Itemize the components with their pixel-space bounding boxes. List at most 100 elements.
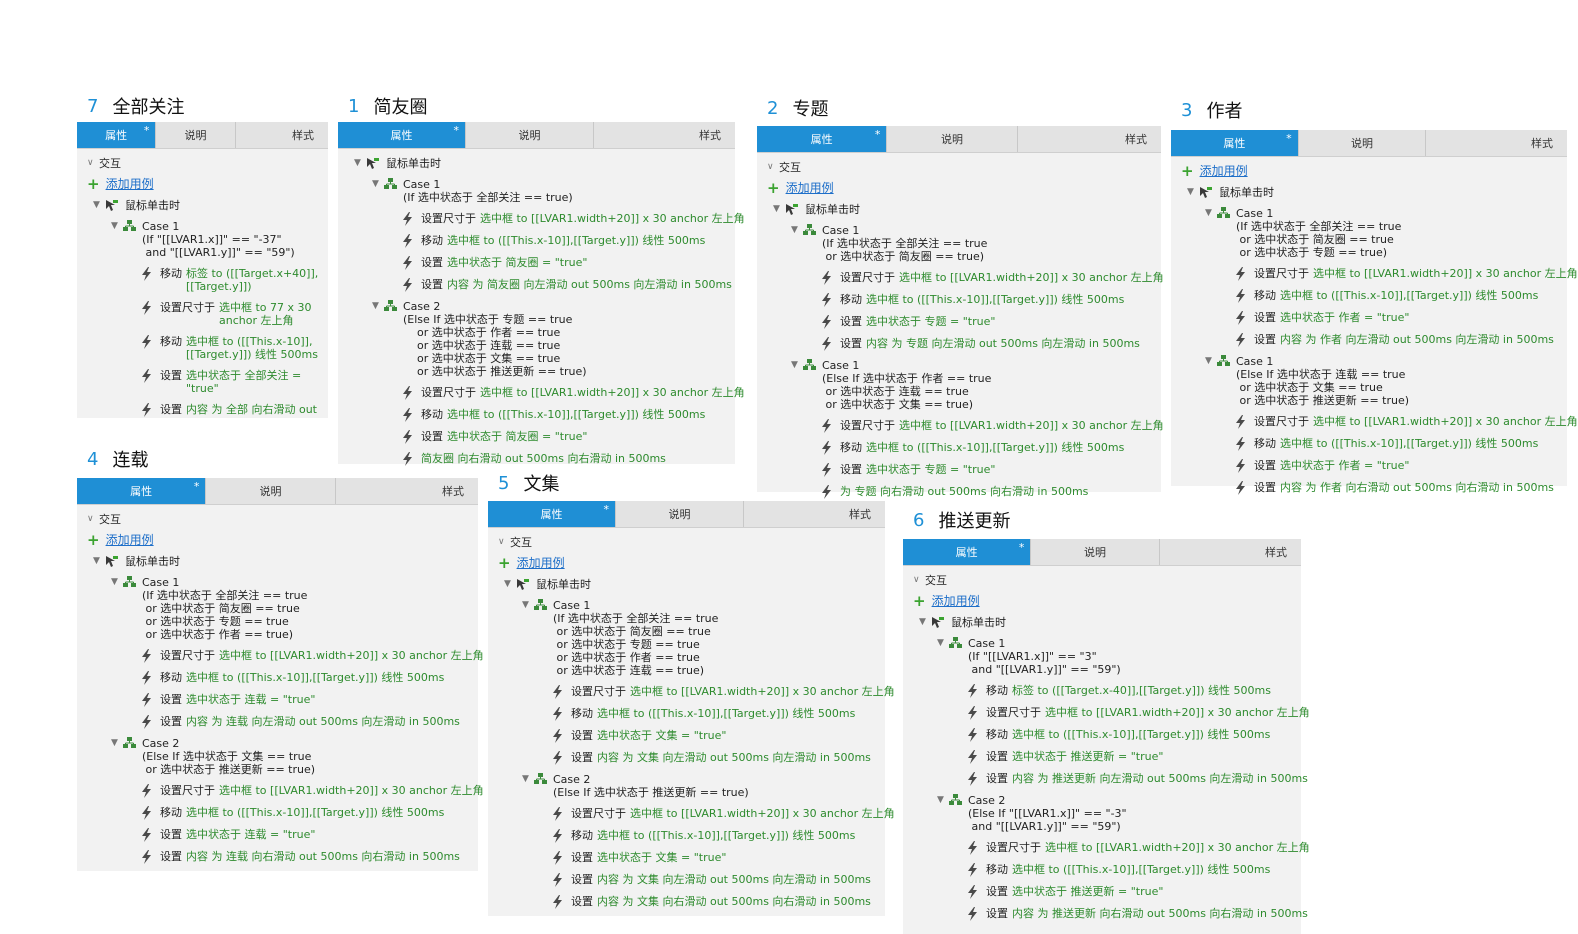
action-item[interactable]: 移动选中框 to ([[This.x-10]],[[Target.y]]) 线性…	[937, 863, 1301, 877]
tab-style[interactable]: 样式	[441, 485, 464, 498]
action-item[interactable]: 移动选中框 to ([[This.x-10]],[[Target.y]]) 线性…	[791, 441, 1161, 455]
event-onclick[interactable]: ▼鼠标单击时	[1181, 186, 1567, 199]
case-header[interactable]: ▼Case 1(If 选中状态于 全部关注 == true or 选中状态于 简…	[1205, 207, 1567, 259]
action-item[interactable]: 设置尺寸于选中框 to [[LVAR1.width+20]] x 30 anch…	[372, 212, 745, 226]
action-item[interactable]: 设置选中状态于 文集 = "true"	[522, 729, 885, 743]
action-item[interactable]: 设置内容 为 作者 向左滑动 out 500ms 向左滑动 in 500ms	[1205, 333, 1567, 347]
action-item[interactable]: 设置内容 为 推送更新 向右滑动 out 500ms 向右滑动 in 500ms	[937, 907, 1308, 921]
tab-style[interactable]: 样式	[1531, 137, 1554, 150]
tab-style[interactable]: 样式	[699, 129, 721, 142]
add-case-link[interactable]: +添加用例	[767, 181, 1161, 196]
action-item[interactable]: 设置选中状态于 全部关注 = "true"	[111, 369, 328, 395]
add-case-link[interactable]: +添加用例	[498, 556, 885, 571]
event-onclick[interactable]: ▼鼠标单击时	[87, 555, 478, 568]
action-item[interactable]: 设置选中状态于 推送更新 = "true"	[937, 750, 1301, 764]
tab-properties[interactable]: 属性	[903, 539, 1032, 565]
action-item[interactable]: 设置选中状态于 文集 = "true"	[522, 851, 885, 865]
case-header[interactable]: ▼Case 1(If 选中状态于 全部关注 == true or 选中状态于 简…	[111, 576, 478, 641]
interaction-section-header[interactable]: ∨交互	[87, 157, 328, 170]
tab-properties[interactable]: 属性	[77, 478, 207, 504]
action-item[interactable]: 设置尺寸于选中框 to [[LVAR1.width+20]] x 30 anch…	[937, 706, 1310, 720]
action-item[interactable]: 设置尺寸于选中框 to [[LVAR1.width+20]] x 30 anch…	[791, 271, 1164, 285]
case-header[interactable]: ▼Case 1(If 选中状态于 全部关注 == true)	[372, 178, 735, 204]
tab-notes[interactable]: 说明	[1299, 130, 1427, 156]
event-onclick[interactable]: ▼鼠标单击时	[348, 157, 735, 170]
action-item[interactable]: 移动选中框 to ([[This.x-10]],[[Target.y]]) 线性…	[791, 293, 1161, 307]
add-case-link[interactable]: +添加用例	[87, 533, 478, 548]
event-onclick[interactable]: ▼鼠标单击时	[498, 578, 885, 591]
action-item[interactable]: 设置尺寸于选中框 to [[LVAR1.width+20]] x 30 anch…	[111, 649, 484, 663]
add-case-link[interactable]: +添加用例	[87, 177, 328, 192]
tab-properties[interactable]: 属性	[488, 501, 616, 527]
add-case-link[interactable]: +添加用例	[1181, 164, 1567, 179]
action-item[interactable]: 移动选中框 to ([[This.x-10]],[[Target.y]]) 线性…	[937, 728, 1301, 742]
action-item[interactable]: 设置尺寸于选中框 to [[LVAR1.width+20]] x 30 anch…	[1205, 415, 1578, 429]
action-item[interactable]: 设置内容 为 文集 向右滑动 out 500ms 向右滑动 in 500ms	[522, 895, 885, 909]
action-item[interactable]: 设置尺寸于选中框 to [[LVAR1.width+20]] x 30 anch…	[372, 386, 745, 400]
case-header[interactable]: ▼Case 1(If 选中状态于 全部关注 == true or 选中状态于 简…	[522, 599, 885, 677]
action-item[interactable]: 移动选中框 to ([[This.x-10]],[[Target.y]]) 线性…	[372, 234, 735, 248]
action-item[interactable]: 设置内容 为 专题 向左滑动 out 500ms 向左滑动 in 500ms	[791, 337, 1161, 351]
action-item[interactable]: 设置选中状态于 简友圈 = "true"	[372, 256, 735, 270]
action-item[interactable]: 设置内容 为 连载 向右滑动 out 500ms 向右滑动 in 500ms	[111, 850, 478, 864]
tab-style[interactable]: 样式	[291, 129, 314, 142]
add-case-label[interactable]: 添加用例	[1199, 164, 1248, 178]
add-case-label[interactable]: 添加用例	[105, 533, 154, 547]
tab-notes[interactable]: 说明	[616, 501, 744, 527]
case-header[interactable]: ▼Case 2(Else If 选中状态于 推送更新 == true)	[522, 773, 885, 799]
action-item[interactable]: 移动选中框 to ([[This.x-10]],[[Target.y]]) 线性…	[372, 408, 735, 422]
action-item[interactable]: 设置尺寸于选中框 to [[LVAR1.width+20]] x 30 anch…	[111, 784, 484, 798]
interaction-section-header[interactable]: ∨交互	[913, 574, 1301, 587]
action-item[interactable]: 设置尺寸于选中框 to [[LVAR1.width+20]] x 30 anch…	[522, 807, 895, 821]
action-item[interactable]: 设置内容 为 简友圈 向左滑动 out 500ms 向左滑动 in 500ms	[372, 278, 735, 292]
tab-properties[interactable]: 属性	[77, 122, 157, 148]
event-onclick[interactable]: ▼鼠标单击时	[87, 199, 328, 212]
action-item[interactable]: 设置选中状态于 专题 = "true"	[791, 463, 1161, 477]
action-item[interactable]: 为 专题 向右滑动 out 500ms 向右滑动 in 500ms	[791, 485, 1161, 499]
tab-notes[interactable]: 说明	[206, 478, 336, 504]
case-header[interactable]: ▼Case 2(Else If "[[LVAR1.x]]" == "-3" an…	[937, 794, 1301, 833]
action-item[interactable]: 设置内容 为 全部 向右滑动 out	[111, 403, 328, 417]
add-case-link[interactable]: +添加用例	[913, 594, 1301, 609]
add-case-label[interactable]: 添加用例	[931, 594, 980, 608]
add-case-label[interactable]: 添加用例	[105, 177, 154, 191]
action-item[interactable]: 移动选中框 to ([[This.x-10]],[[Target.y]]) 线性…	[1205, 437, 1567, 451]
tab-style[interactable]: 样式	[1124, 133, 1147, 146]
action-item[interactable]: 设置选中状态于 专题 = "true"	[791, 315, 1161, 329]
action-item[interactable]: 移动选中框 to ([[This.x-10]],[[Target.y]]) 线性…	[111, 806, 478, 820]
case-header[interactable]: ▼Case 2(Else If 选中状态于 专题 == true or 选中状态…	[372, 300, 735, 378]
case-header[interactable]: ▼Case 1(Else If 选中状态于 作者 == true or 选中状态…	[791, 359, 1161, 411]
action-item[interactable]: 设置尺寸于选中框 to 77 x 30 anchor 左上角	[111, 301, 328, 327]
tab-style[interactable]: 样式	[849, 508, 871, 521]
case-header[interactable]: ▼Case 1(Else If 选中状态于 连载 == true or 选中状态…	[1205, 355, 1567, 407]
tab-notes[interactable]: 说明	[887, 126, 1018, 152]
action-item[interactable]: 移动选中框 to ([[This.x-10]],[[Target.y]]) 线性…	[1205, 289, 1567, 303]
action-item[interactable]: 移动选中框 to ([[This.x-10]],[[Target.y]]) 线性…	[111, 671, 478, 685]
tab-notes[interactable]: 说明	[1031, 539, 1160, 565]
interaction-section-header[interactable]: ∨交互	[87, 513, 478, 526]
tab-properties[interactable]: 属性	[338, 122, 466, 148]
action-item[interactable]: 移动选中框 to ([[This.x-10]], [[Target.y]]) 线…	[111, 335, 328, 361]
action-item[interactable]: 设置选中状态于 连载 = "true"	[111, 693, 478, 707]
action-item[interactable]: 设置尺寸于选中框 to [[LVAR1.width+20]] x 30 anch…	[522, 685, 895, 699]
action-item[interactable]: 移动标签 to ([[Target.x+40]], [[Target.y]])	[111, 267, 328, 293]
case-header[interactable]: ▼Case 1(If "[[LVAR1.x]]" == "-37" and "[…	[111, 220, 328, 259]
action-item[interactable]: 移动选中框 to ([[This.x-10]],[[Target.y]]) 线性…	[522, 707, 885, 721]
action-item[interactable]: 设置内容 为 文集 向左滑动 out 500ms 向左滑动 in 500ms	[522, 873, 885, 887]
tab-properties[interactable]: 属性	[1171, 130, 1299, 156]
action-item[interactable]: 设置内容 为 作者 向右滑动 out 500ms 向右滑动 in 500ms	[1205, 481, 1567, 495]
case-header[interactable]: ▼Case 1(If 选中状态于 全部关注 == true or 选中状态于 简…	[791, 224, 1161, 263]
action-item[interactable]: 移动标签 to ([[Target.x-40]],[[Target.y]]) 线…	[937, 684, 1301, 698]
action-item[interactable]: 设置选中状态于 作者 = "true"	[1205, 311, 1567, 325]
add-case-label[interactable]: 添加用例	[516, 556, 565, 570]
action-item[interactable]: 设置选中状态于 作者 = "true"	[1205, 459, 1567, 473]
event-onclick[interactable]: ▼鼠标单击时	[913, 616, 1301, 629]
tab-notes[interactable]: 说明	[466, 122, 594, 148]
tab-properties[interactable]: 属性	[757, 126, 888, 152]
action-item[interactable]: 简友圈 向右滑动 out 500ms 向右滑动 in 500ms	[372, 452, 735, 466]
case-header[interactable]: ▼Case 1(If "[[LVAR1.x]]" == "3" and "[[L…	[937, 637, 1301, 676]
event-onclick[interactable]: ▼鼠标单击时	[767, 203, 1161, 216]
action-item[interactable]: 设置选中状态于 简友圈 = "true"	[372, 430, 735, 444]
action-item[interactable]: 设置内容 为 连载 向左滑动 out 500ms 向左滑动 in 500ms	[111, 715, 478, 729]
action-item[interactable]: 设置尺寸于选中框 to [[LVAR1.width+20]] x 30 anch…	[937, 841, 1310, 855]
